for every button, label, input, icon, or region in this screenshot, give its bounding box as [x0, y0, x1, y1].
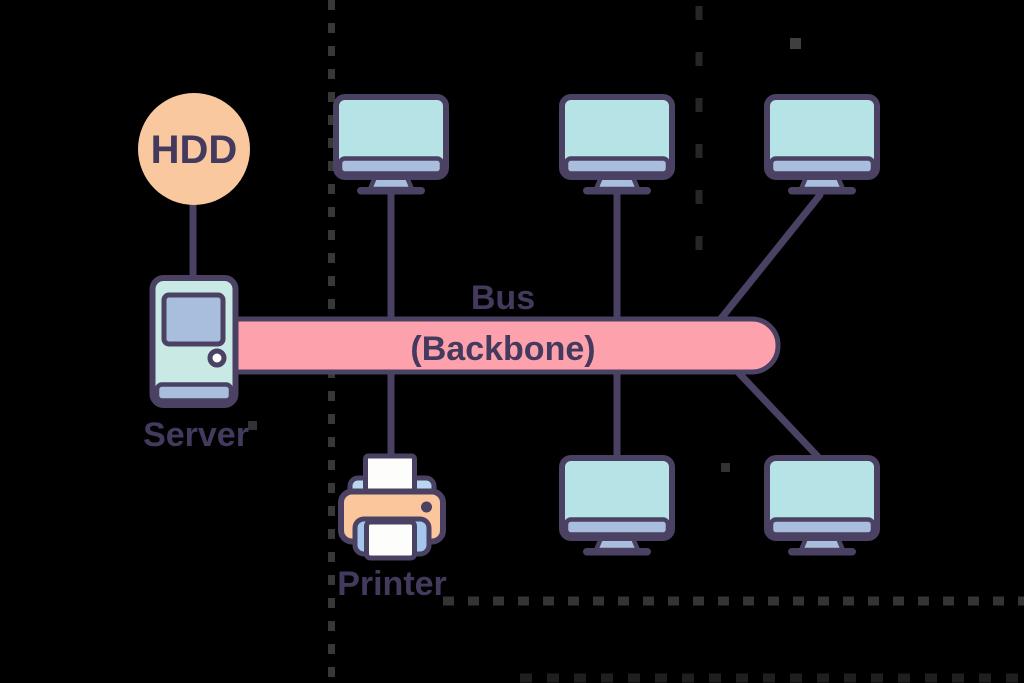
bus-label: Bus: [471, 279, 535, 317]
artifact-dash: [721, 463, 730, 472]
printer-status-dot: [421, 501, 432, 513]
hdd-node: HDD: [138, 93, 250, 205]
hdd-disk-icon: [138, 93, 250, 205]
workstation-top-2-computer-icon: [562, 97, 672, 195]
printer-node: [338, 453, 446, 561]
printer-output-paper: [364, 519, 417, 561]
workstation-bottom-2-computer-icon: [767, 458, 877, 556]
workstation-bottom-1-computer-icon: [562, 458, 672, 556]
server-screen: [161, 292, 226, 347]
printer-label: Printer: [337, 565, 447, 603]
server-bottom-strip: [154, 382, 234, 403]
artifact-dash: [790, 38, 801, 49]
workstation-top-1-computer-icon: [336, 97, 446, 195]
server-label: Server: [143, 416, 249, 454]
server-node: [149, 275, 239, 408]
backbone-label: (Backbone): [410, 330, 595, 368]
link-bus-workstation-bottom-2: [732, 366, 826, 465]
artifact-dash: [248, 421, 257, 430]
hdd-label: HDD: [151, 128, 238, 172]
workstation-top-3-computer-icon: [767, 97, 877, 195]
link-workstation-top-3-bus: [711, 191, 824, 330]
server-power-led: [207, 348, 227, 368]
